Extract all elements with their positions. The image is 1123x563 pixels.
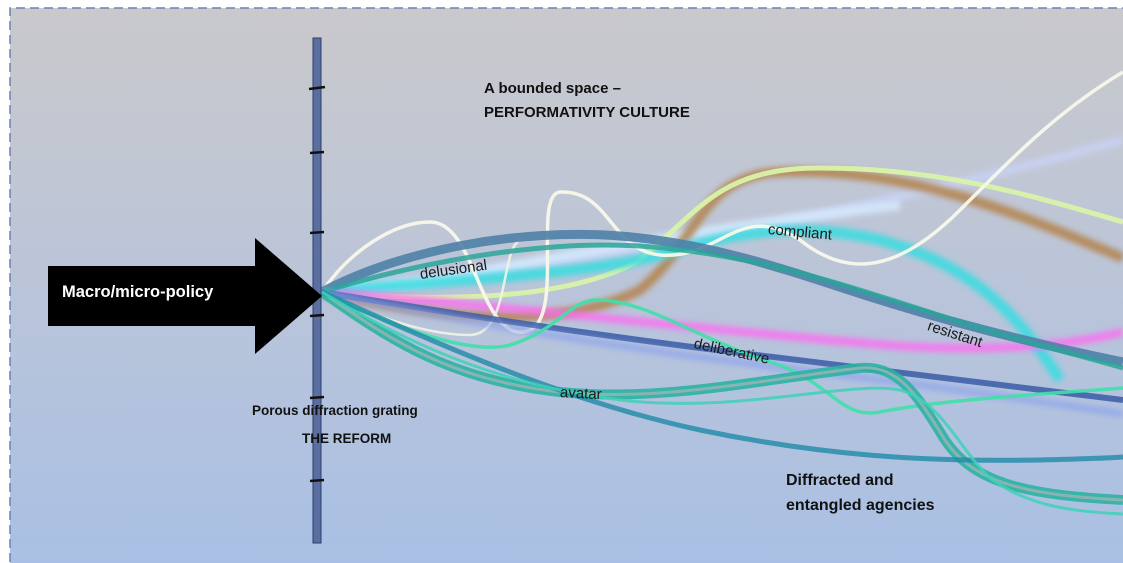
ribbon-avatar-core: [321, 290, 1123, 502]
grating-tick: [309, 230, 325, 235]
agency-ribbons: [319, 70, 1123, 516]
output-label-line2: entangled agencies: [786, 497, 935, 514]
bounded-space-label-line2: PERFORMATIVITY CULTURE: [484, 104, 690, 121]
ribbon-resistant-teal: [321, 242, 1123, 371]
grating-tick: [309, 150, 325, 155]
ribbon-deep-teal: [320, 289, 1123, 463]
grating-label-line1: Porous diffraction grating: [252, 403, 418, 418]
output-label-line1: Diffracted and: [786, 472, 894, 489]
bounded-space-label-line1: A bounded space –: [484, 80, 621, 97]
grating-tick: [309, 395, 325, 400]
policy-arrow-label: Macro/micro-policy: [62, 283, 214, 301]
grating-tick: [309, 478, 325, 483]
dashed-border: [9, 7, 1123, 562]
ribbon-deliberative: [321, 289, 1123, 403]
grating-tick: [308, 85, 326, 91]
ribbon-teal-lower: [321, 290, 1123, 516]
policy-arrow: [48, 238, 322, 354]
agency-label-avatar: avatar: [559, 384, 603, 404]
ribbon-lightgreen: [321, 165, 1123, 300]
grating-tick: [309, 313, 325, 318]
ribbon-compliant: [321, 224, 1065, 383]
grating-label-line2: THE REFORM: [302, 431, 392, 446]
